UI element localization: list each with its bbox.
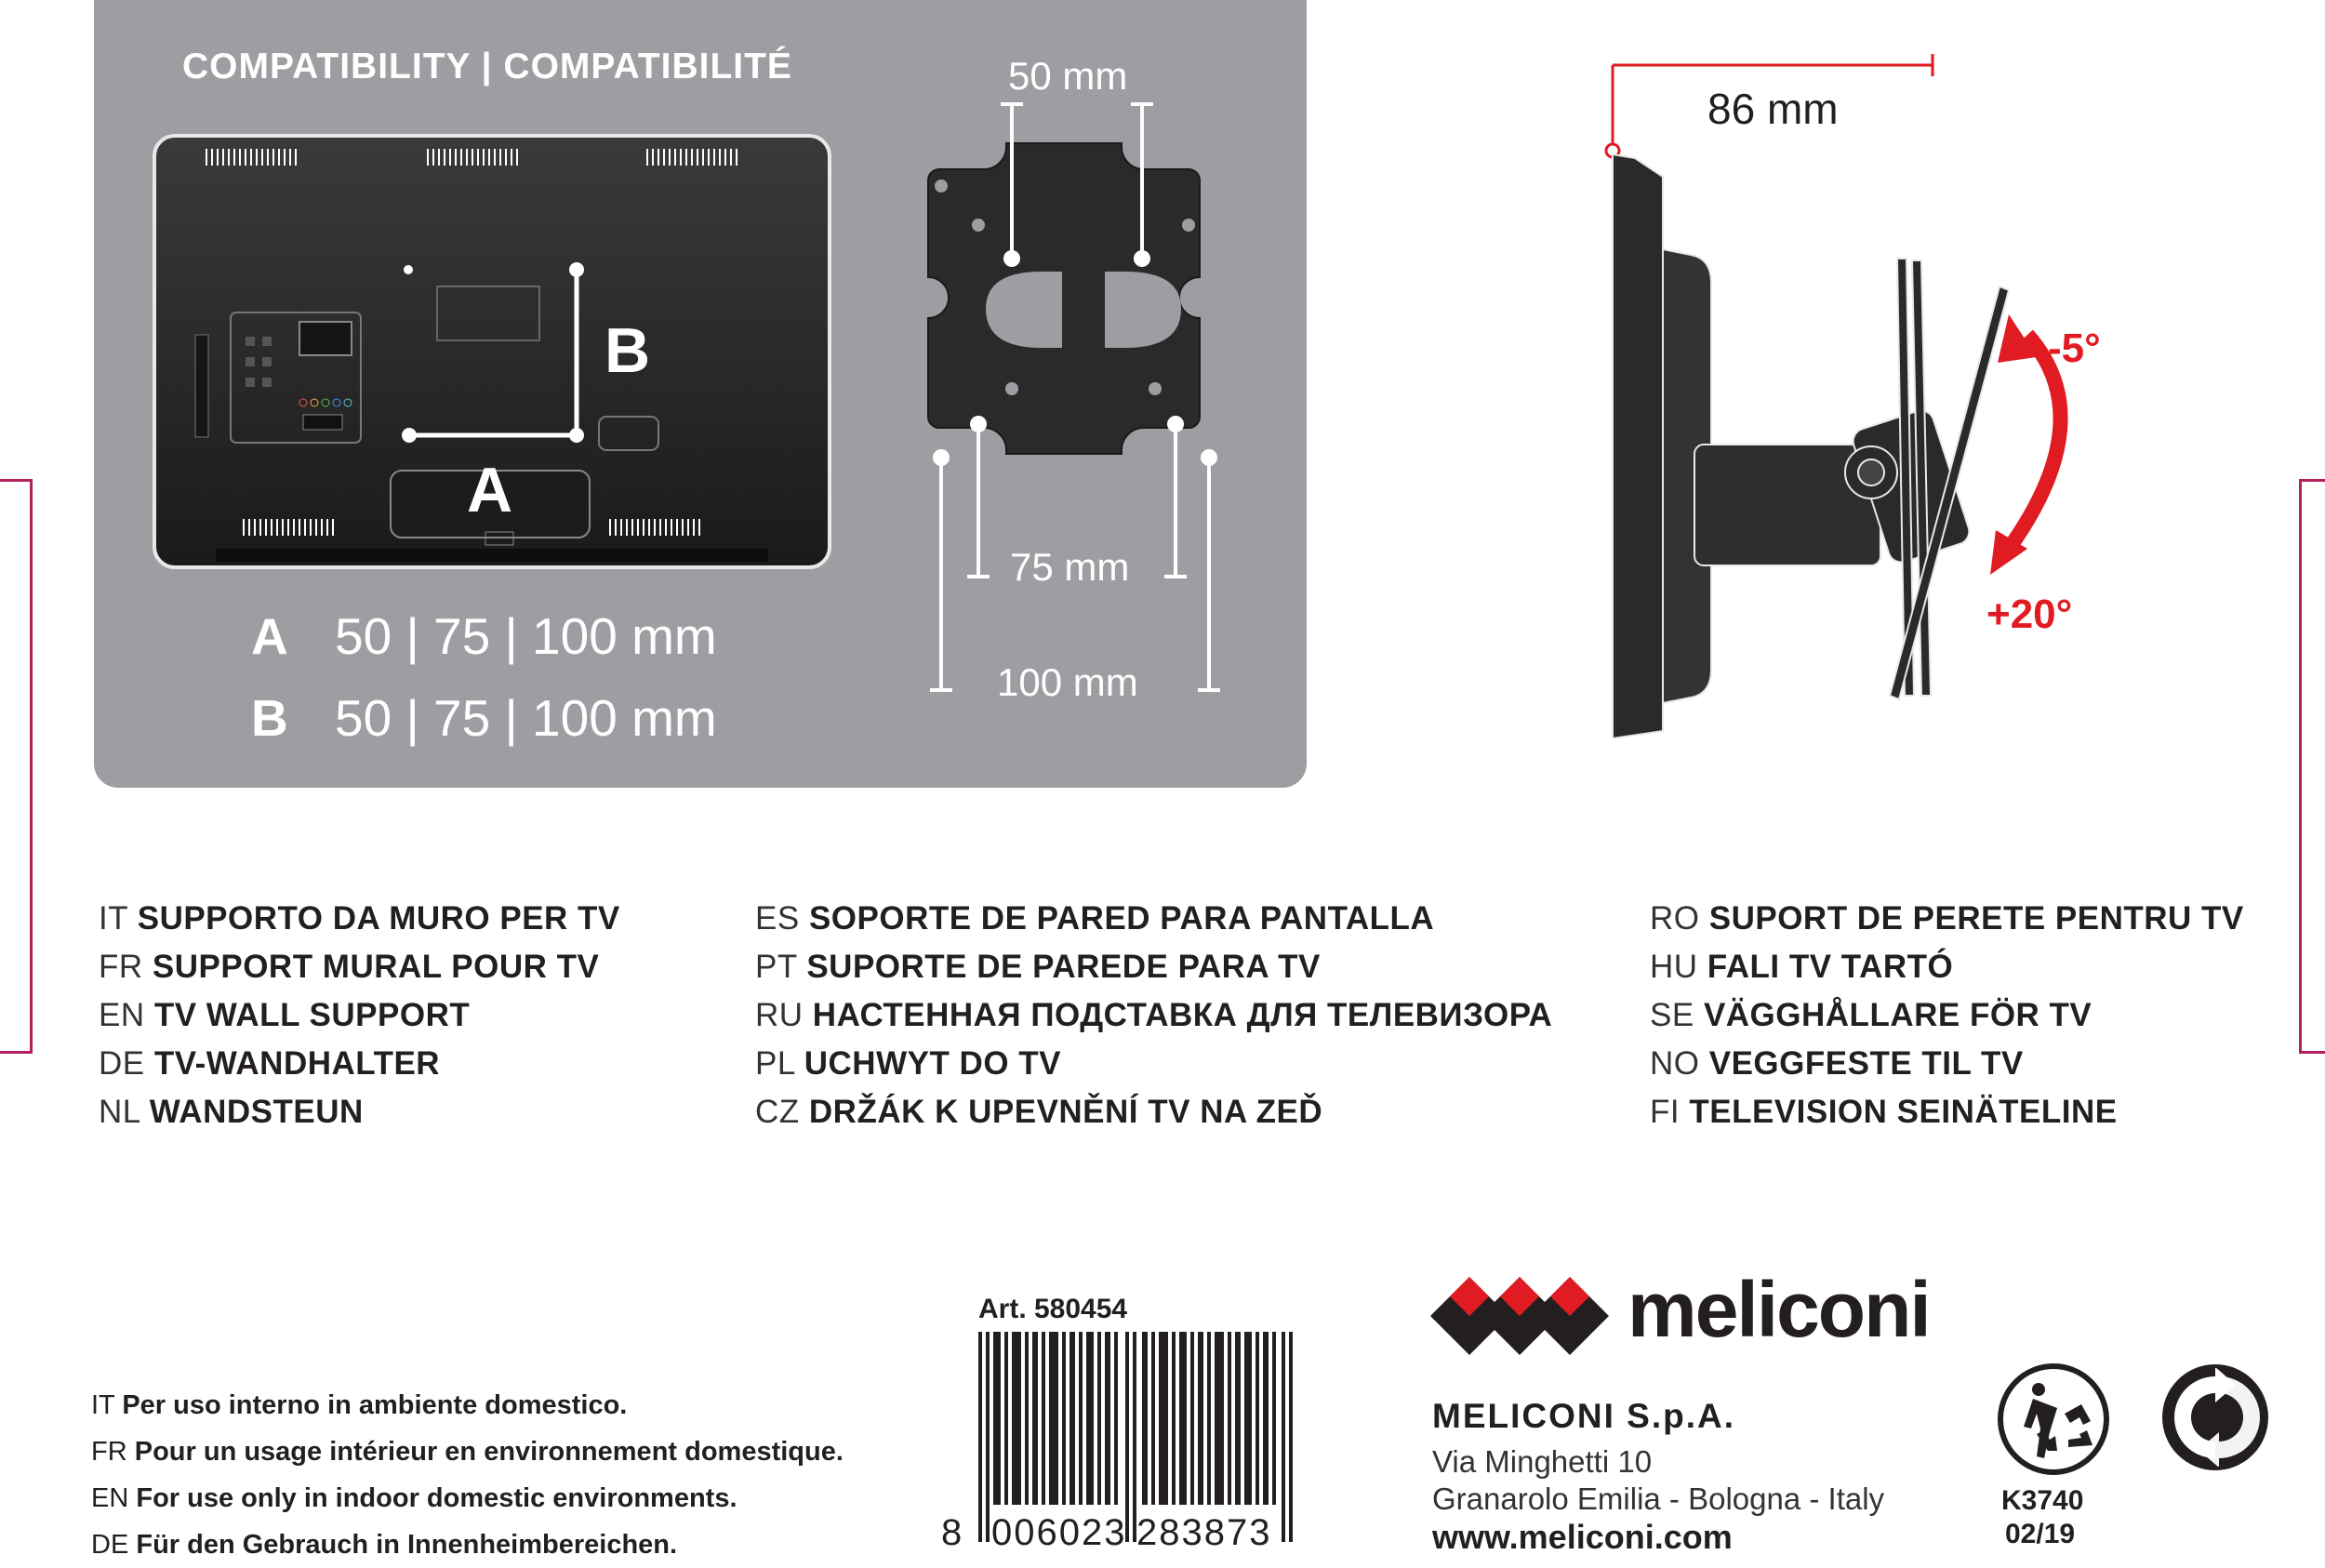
plate-dim-mid: 75 mm [1010,545,1130,589]
language-row: NL WANDSTEUN [99,1088,620,1136]
spec-b-letter: B [251,689,288,747]
mounting-plate-diagram [927,102,1232,692]
language-row: PL UCHWYT DO TV [755,1040,1552,1088]
code-line-2: 02/19 [2005,1519,2076,1549]
lang-text: DRŽÁK K UPEVNĚNÍ TV NA ZEĎ [808,1094,1323,1130]
language-row: NO VEGGFESTE TIL TV [1650,1040,2244,1088]
spec-b-values: 50 | 75 | 100 mm [335,689,717,747]
label-a: A [467,455,513,525]
meliconi-logo-mark [1430,1277,1609,1355]
lang-code: NL [99,1094,140,1130]
language-row: RO SUPORT DE PERETE PENTRU TV [1650,895,2244,943]
spec-row-a: A 50 | 75 | 100 mm [251,606,717,666]
right-edge-bracket [2299,479,2325,1054]
usage-code: FR [91,1437,127,1467]
language-column-3: RO SUPORT DE PERETE PENTRU TV HU FALI TV… [1650,895,2244,1136]
lang-code: PT [755,949,798,985]
side-view-diagram [1604,54,2068,740]
lang-code: FR [99,949,143,985]
lang-text: НАСТЕННАЯ ПОДСТАВКА ДЛЯ ТЕЛЕВИЗОРА [812,997,1553,1033]
usage-text: Pour un usage intérieur en environnement… [134,1437,844,1467]
language-row: ES SOPORTE DE PARED PARA PANTALLA [755,895,1552,943]
code-line-1: K3740 [2001,1485,2084,1516]
language-row: HU FALI TV TARTÓ [1650,943,2244,991]
company-website[interactable]: www.meliconi.com [1432,1518,1733,1556]
spec-a-values: 50 | 75 | 100 mm [335,607,717,665]
lang-code: RO [1650,900,1700,937]
tilt-down-label: +20° [1986,591,2073,637]
language-row: PT SUPORTE DE PAREDE PARA TV [755,943,1552,991]
lang-text: WANDSTEUN [149,1094,364,1130]
usage-code: EN [91,1483,129,1513]
language-row: EN TV WALL SUPPORT [99,991,620,1040]
compatibility-title: COMPATIBILITY | COMPATIBILITÉ [182,47,792,86]
lang-code: HU [1650,949,1698,985]
usage-row: FR Pour un usage intérieur en environnem… [91,1428,844,1475]
usage-notes: IT Per uso interno in ambiente domestico… [91,1382,844,1568]
lang-text: TV-WANDHALTER [153,1045,441,1082]
lang-code: EN [99,997,145,1033]
plate-dim-bottom: 100 mm [997,660,1138,704]
language-column-1: IT SUPPORTO DA MURO PER TV FR SUPPORT MU… [99,895,620,1136]
spec-a-letter: A [251,607,288,665]
lang-text: TV WALL SUPPORT [153,997,471,1033]
article-number: Art. 580454 [978,1294,1128,1324]
usage-row: IT Per uso interno in ambiente domestico… [91,1382,844,1428]
barcode [978,1332,1293,1542]
language-row: FR SUPPORT MURAL POUR TV [99,943,620,991]
language-row: DE TV-WANDHALTER [99,1040,620,1088]
lang-code: IT [99,900,128,937]
company-address-1: Via Minghetti 10 [1432,1444,1653,1479]
usage-text: For use only in indoor domestic environm… [136,1483,737,1513]
lang-text: SOPORTE DE PARED PARA PANTALLA [808,900,1435,937]
lang-code: PL [755,1045,795,1082]
lang-text: UCHWYT DO TV [804,1045,1062,1082]
lang-code: CZ [755,1094,800,1130]
lang-text: VÄGGHÅLLARE FÖR TV [1703,997,2092,1033]
label-b: B [604,315,651,386]
lang-text: SUPORT DE PERETE PENTRU TV [1708,900,2244,937]
lang-code: FI [1650,1094,1681,1130]
tilt-up-label: -5° [2048,326,2101,371]
usage-code: IT [91,1390,115,1420]
spec-row-b: B 50 | 75 | 100 mm [251,688,717,748]
lang-text: FALI TV TARTÓ [1707,949,1954,985]
usage-text: Für den Gebrauch in Innenheimbereichen. [136,1530,678,1560]
lang-code: RU [755,997,804,1033]
left-edge-bracket [0,479,33,1054]
barcode-digits-left: 006023 [991,1512,1127,1553]
lang-code: DE [99,1045,145,1082]
usage-row: DE Für den Gebrauch in Innenheimbereiche… [91,1521,844,1568]
lang-text: VEGGFESTE TIL TV [1708,1045,2024,1082]
language-row: IT SUPPORTO DA MURO PER TV [99,895,620,943]
lang-text: SUPPORTO DA MURO PER TV [137,900,620,937]
language-row: RU НАСТЕННАЯ ПОДСТАВКА ДЛЯ ТЕЛЕВИЗОРА [755,991,1552,1040]
usage-row: EN For use only in indoor domestic envir… [91,1475,844,1521]
language-row: FI TELEVISION SEINÄTELINE [1650,1088,2244,1136]
language-row: CZ DRŽÁK K UPEVNĚNÍ TV NA ZEĎ [755,1088,1552,1136]
lang-code: NO [1650,1045,1700,1082]
company-name: MELICONI S.p.A. [1432,1397,1735,1435]
plate-dim-top: 50 mm [1008,54,1128,98]
recycle-person-icon [1998,1363,2109,1475]
lang-text: TELEVISION SEINÄTELINE [1689,1094,2118,1130]
lang-code: SE [1650,997,1694,1033]
lang-text: SUPPORT MURAL POUR TV [152,949,600,985]
company-info: MELICONI S.p.A. Via Minghetti 10 Granaro… [1432,1397,1884,1557]
company-address-2: Granarolo Emilia - Bologna - Italy [1432,1482,1885,1516]
language-column-2: ES SOPORTE DE PARED PARA PANTALLA PT SUP… [755,895,1552,1136]
barcode-digit-first: 8 [941,1512,963,1553]
usage-code: DE [91,1530,129,1560]
tv-back-illustration [153,134,831,569]
lang-text: SUPORTE DE PAREDE PARA TV [806,949,1321,985]
green-dot-icon [2162,1364,2268,1470]
usage-text: Per uso interno in ambiente domestico. [122,1390,628,1420]
lang-code: ES [755,900,800,937]
barcode-digits-right: 283873 [1136,1512,1272,1553]
side-depth-label: 86 mm [1707,85,1839,133]
language-row: SE VÄGGHÅLLARE FÖR TV [1650,991,2244,1040]
meliconi-logo-text: meliconi [1628,1266,1932,1353]
